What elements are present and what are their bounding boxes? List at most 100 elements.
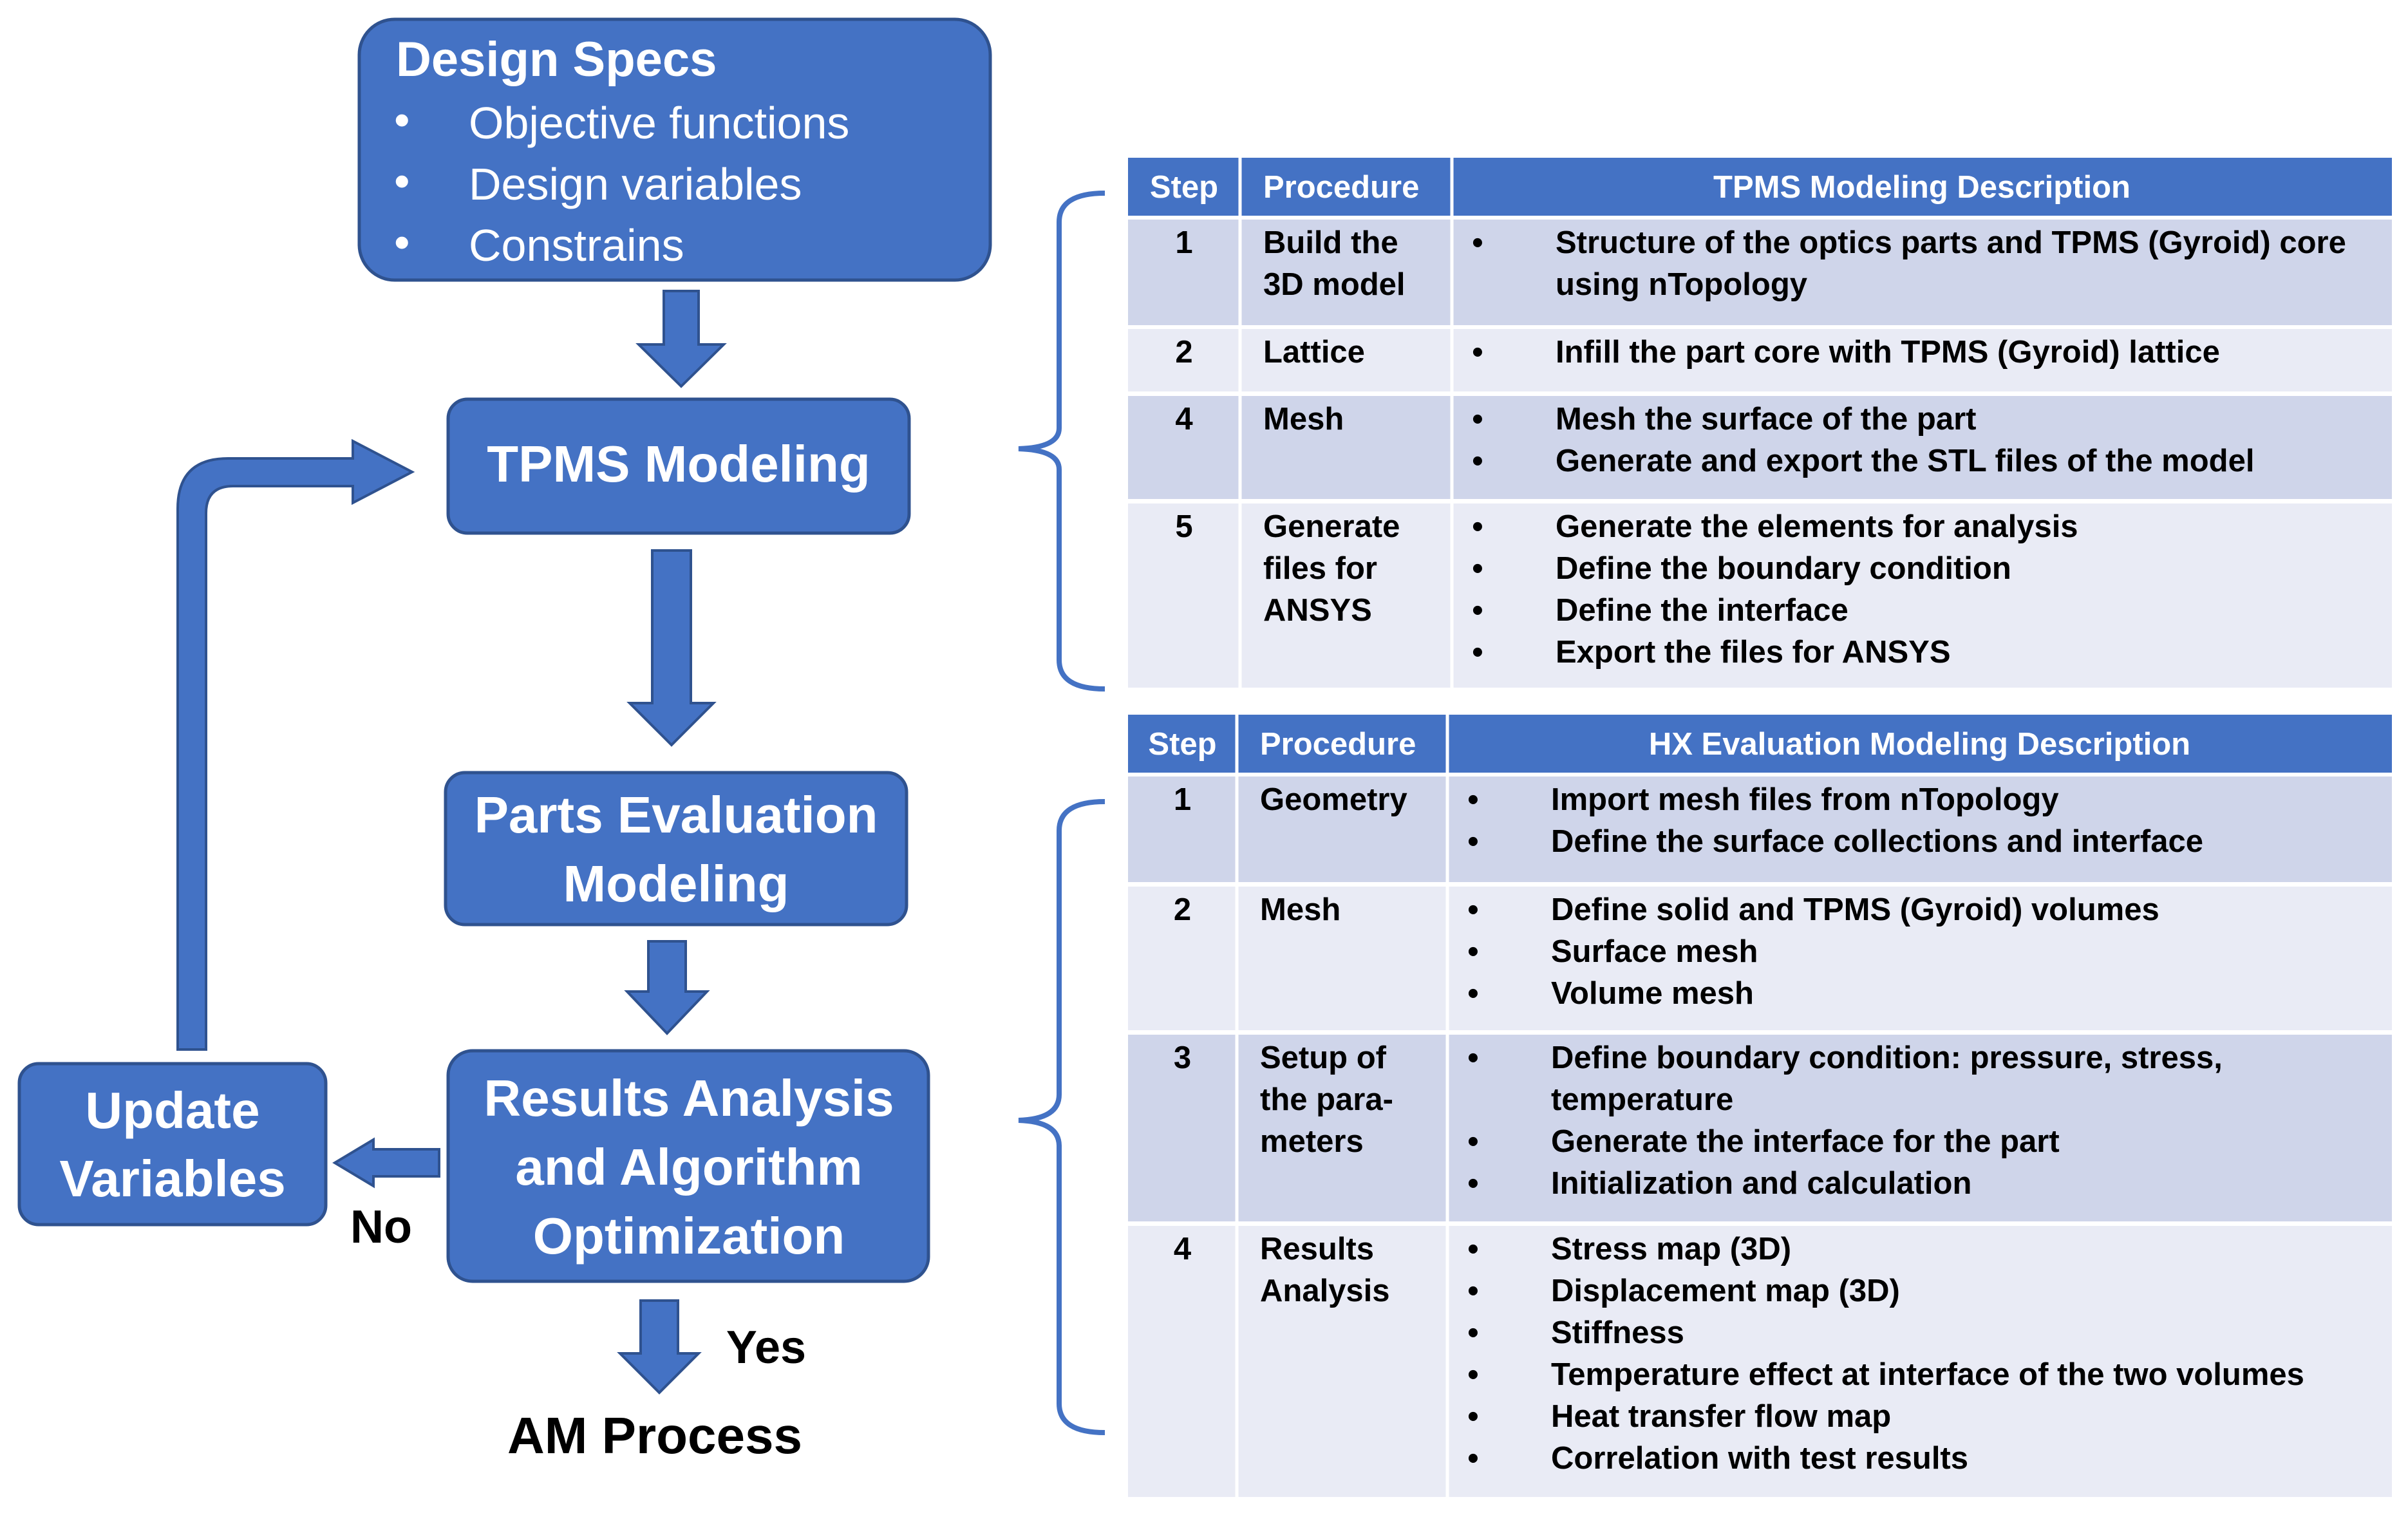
tpms-modeling-label: TPMS Modeling bbox=[487, 435, 870, 493]
table-cell-procedure: meters bbox=[1260, 1124, 1364, 1159]
arrow-update-to-tpms bbox=[176, 438, 415, 1051]
table-cell-procedure: Results bbox=[1260, 1232, 1374, 1266]
table-cell-description: Generate the elements for analysis bbox=[1556, 509, 2078, 544]
tpms-modeling-box: TPMS Modeling bbox=[446, 397, 911, 535]
table-cell-description: Displacement map (3D) bbox=[1551, 1274, 1900, 1308]
table-cell-bullet: • bbox=[1472, 551, 1483, 586]
table-cell-bullet: • bbox=[1467, 976, 1478, 1011]
table-cell-procedure: the para- bbox=[1260, 1082, 1393, 1117]
table-cell-bullet: • bbox=[1467, 1274, 1478, 1308]
table-cell-step: 4 bbox=[1175, 402, 1192, 437]
arrow-parts-to-results bbox=[624, 940, 710, 1035]
table-row: 1 Geometry • Import mesh files from nTopolo… bbox=[1128, 775, 2392, 882]
table-cell-bullet: • bbox=[1472, 335, 1483, 370]
results-analysis-label: Results Analysis bbox=[484, 1069, 894, 1127]
table-cell-bullet: • bbox=[1467, 934, 1478, 969]
no-label: No bbox=[350, 1201, 412, 1253]
table-cell-description: Volume mesh bbox=[1551, 976, 1754, 1011]
table-cell-description: Define solid and TPMS (Gyroid) volumes bbox=[1551, 892, 2159, 927]
results-analysis-label: Optimization bbox=[533, 1207, 845, 1265]
table-cell-bullet: • bbox=[1472, 593, 1483, 628]
table-cell-description: Initialization and calculation bbox=[1551, 1166, 1971, 1201]
header-procedure: Procedure bbox=[1263, 170, 1419, 205]
design-specs-bullet: • bbox=[394, 95, 410, 145]
table-cell-description: Stress map (3D) bbox=[1551, 1232, 1791, 1266]
table-cell-bullet: • bbox=[1467, 824, 1478, 859]
arrow-results-to-update bbox=[332, 1137, 440, 1189]
table-row-bg bbox=[1128, 885, 2392, 1030]
table-cell-bullet: • bbox=[1467, 892, 1478, 927]
table-cell-bullet: • bbox=[1467, 1399, 1478, 1434]
design-specs-item: Design variables bbox=[469, 159, 802, 209]
table-cell-description: Define the interface bbox=[1556, 593, 1848, 628]
table-header-bg bbox=[1128, 715, 2392, 773]
table-cell-bullet: • bbox=[1472, 402, 1483, 437]
table-cell-procedure: Mesh bbox=[1263, 402, 1344, 437]
table-row-bg bbox=[1128, 502, 2392, 688]
table-cell-procedure: files for bbox=[1263, 551, 1377, 586]
update-variables-box: Update Variables bbox=[17, 1062, 328, 1227]
update-variables-label: Update bbox=[85, 1082, 259, 1139]
design-specs-bullet: • bbox=[394, 156, 410, 206]
table-row-bg bbox=[1128, 775, 2392, 882]
yes-label: Yes bbox=[726, 1322, 806, 1373]
table-cell-step: 1 bbox=[1175, 225, 1192, 260]
table-row-bg bbox=[1128, 1224, 2392, 1497]
table-cell-procedure: 3D model bbox=[1263, 267, 1406, 302]
table-cell-procedure: Generate bbox=[1263, 509, 1400, 544]
table-cell-description: Infill the part core with TPMS (Gyroid) … bbox=[1556, 335, 2220, 370]
table-cell-procedure: Analysis bbox=[1260, 1274, 1390, 1308]
parts-evaluation-label: Modeling bbox=[563, 855, 789, 912]
header-description: HX Evaluation Modeling Description bbox=[1649, 727, 2190, 762]
design-specs-title: Design Specs bbox=[396, 32, 717, 87]
brace-tpms-table bbox=[1018, 191, 1105, 692]
table-header-bg bbox=[1128, 158, 2392, 216]
parts-evaluation-box: Parts Evaluation Modeling bbox=[444, 771, 908, 927]
table-cell-description: Generate and export the STL files of the… bbox=[1556, 444, 2254, 478]
table-cell-bullet: • bbox=[1467, 1441, 1478, 1476]
table-cell-description: Surface mesh bbox=[1551, 934, 1758, 969]
table-cell-step: 3 bbox=[1174, 1040, 1191, 1075]
table-cell-description: Structure of the optics parts and TPMS (… bbox=[1556, 225, 2346, 260]
design-specs-item: Objective functions bbox=[469, 98, 849, 148]
table-cell-description: Generate the interface for the part bbox=[1551, 1124, 2060, 1159]
table-cell-procedure: Lattice bbox=[1263, 335, 1365, 370]
table-cell-bullet: • bbox=[1472, 509, 1483, 544]
table-cell-step: 2 bbox=[1175, 335, 1192, 370]
arrow-tpms-to-parts bbox=[626, 549, 717, 747]
design-specs-item: Constrains bbox=[469, 220, 684, 270]
table-cell-procedure: Geometry bbox=[1260, 782, 1407, 817]
table-cell-description: Correlation with test results bbox=[1551, 1441, 1968, 1476]
results-analysis-box: Results Analysis and Algorithm Optimizat… bbox=[446, 1049, 930, 1283]
results-analysis-label: and Algorithm bbox=[515, 1138, 862, 1196]
table-row-bg bbox=[1128, 394, 2392, 499]
table-cell-step: 4 bbox=[1174, 1232, 1191, 1266]
table-cell-bullet: • bbox=[1472, 225, 1483, 260]
table-cell-bullet: • bbox=[1467, 1357, 1478, 1392]
parts-evaluation-label: Parts Evaluation bbox=[475, 786, 878, 843]
table-cell-step: 2 bbox=[1174, 892, 1191, 927]
table-cell-bullet: • bbox=[1467, 1166, 1478, 1201]
table-row-bg bbox=[1128, 1033, 2392, 1221]
table-cell-procedure: Mesh bbox=[1260, 892, 1340, 927]
table-row: 4 Mesh • Mesh the surface of the part • Gener… bbox=[1128, 394, 2392, 499]
brace-hx-table bbox=[1018, 799, 1105, 1435]
design-specs-bullet: • bbox=[394, 217, 410, 267]
table-cell-bullet: • bbox=[1472, 444, 1483, 478]
table-cell-description: Define the surface collections and inter… bbox=[1551, 824, 2203, 859]
table-cell-procedure: Setup of bbox=[1260, 1040, 1387, 1075]
table-cell-description: Import mesh files from nTopology bbox=[1551, 782, 2059, 817]
table-cell-description: Mesh the surface of the part bbox=[1556, 402, 1976, 437]
header-procedure: Procedure bbox=[1260, 727, 1416, 762]
table-cell-bullet: • bbox=[1467, 1315, 1478, 1350]
table-cell-step: 1 bbox=[1174, 782, 1191, 817]
table-row: 2 Mesh • Define solid and TPMS (Gyroid) vol… bbox=[1128, 885, 2392, 1030]
table-cell-description: Stiffness bbox=[1551, 1315, 1684, 1350]
arrow-specs-to-tpms bbox=[635, 290, 727, 388]
table-cell-step: 5 bbox=[1175, 509, 1192, 544]
table-cell-description: Define the boundary condition bbox=[1556, 551, 2011, 586]
table-row-bg bbox=[1128, 327, 2392, 391]
